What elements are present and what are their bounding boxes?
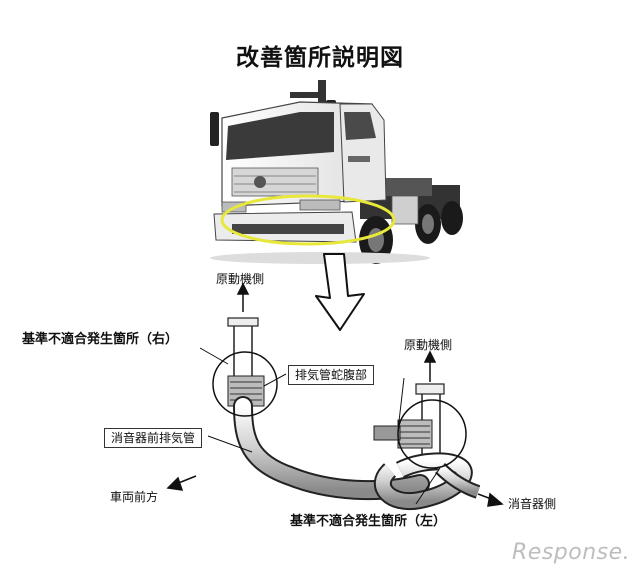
label-bellows: 排気管蛇腹部	[288, 365, 375, 385]
big-down-arrow	[315, 253, 365, 331]
flange-right	[227, 317, 259, 327]
detail-circle-left	[397, 399, 467, 469]
arrow-engine-side-left	[236, 282, 250, 295]
label-engine-side-left: 原動機側	[216, 272, 265, 286]
flange-left	[415, 383, 445, 395]
detail-circle-right	[212, 351, 278, 417]
label-defect-left: 基準不適合発生箇所（左）	[290, 514, 447, 529]
truck-illustration	[210, 80, 463, 264]
arrow-engine-side-right	[423, 350, 437, 363]
exhaust-piping	[227, 317, 481, 511]
label-muffler-side: 消音器側	[508, 497, 557, 511]
bellows-left	[373, 419, 433, 449]
response-logo: Response.	[512, 540, 631, 565]
label-pre-muffler-pipe: 消音器前排気管	[104, 428, 203, 448]
label-defect-right: 基準不適合発生箇所（右）	[22, 332, 179, 347]
page-title: 改善箇所説明図	[236, 44, 404, 71]
arrow-vehicle-front	[166, 476, 184, 491]
arrow-muffler-side	[487, 492, 504, 507]
label-engine-side-right: 原動機側	[404, 338, 453, 352]
label-vehicle-front: 車両前方	[110, 490, 159, 504]
highlight-ellipse	[220, 194, 396, 246]
